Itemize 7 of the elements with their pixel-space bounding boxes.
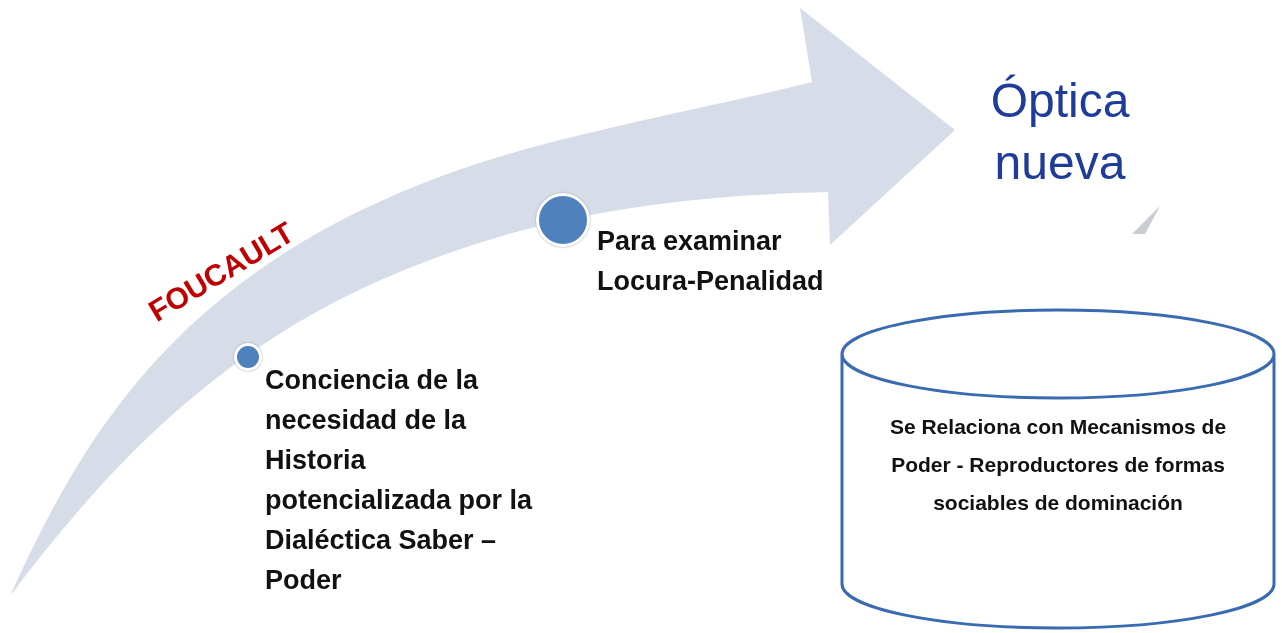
bullet-circle (234, 343, 262, 371)
bullet-text: Conciencia de la necesidad de la Historia potencializada por la Dialéctica Saber – Poder (265, 364, 534, 597)
bullet-circle (536, 193, 590, 247)
node-text: Se Relaciona con Mecanismos de Poder - Reproductores de formas sociables de dominación (888, 414, 1228, 516)
cylinder-shape (840, 308, 1276, 630)
bullet-text: Para examinar Locura-Penalidad (597, 225, 825, 298)
heading-text: Óptica nueva (989, 73, 1131, 191)
